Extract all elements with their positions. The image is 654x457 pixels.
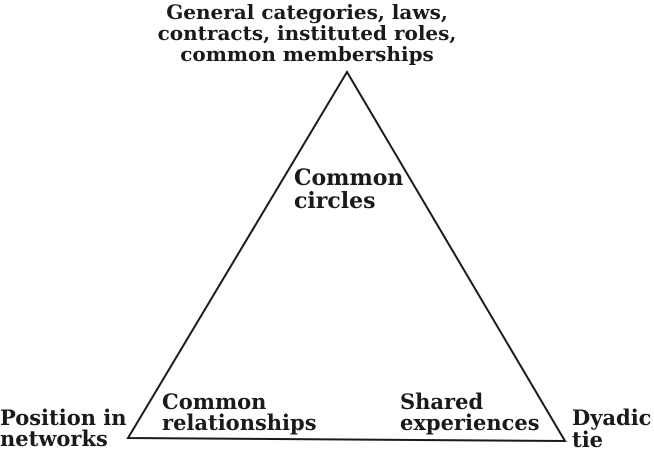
position-in-networks-label: Position in networks — [0, 407, 127, 449]
common-circles-label: Common circles — [294, 167, 403, 213]
dyadic-tie-label: Dyadic tie — [572, 407, 651, 451]
dyadic-tie-line-1: Dyadic — [572, 405, 652, 430]
apex-label: General categories, laws, contracts, ins… — [0, 2, 654, 65]
common-relationships-line-1: Common — [162, 389, 267, 414]
shared-experiences-line-2: experiences — [400, 410, 540, 435]
apex-label-line-1: General categories, laws, — [166, 0, 448, 24]
dyadic-tie-line-2: tie — [572, 427, 604, 452]
common-relationships-line-2: relationships — [162, 410, 317, 435]
shared-experiences-line-1: Shared — [400, 389, 484, 414]
common-relationships-label: Common relationships — [162, 391, 317, 433]
shared-experiences-label: Shared experiences — [400, 391, 540, 433]
triangle-outline — [126, 70, 567, 443]
position-in-networks-line-1: Position in — [0, 405, 127, 430]
apex-label-line-2: contracts, instituted roles, — [157, 21, 457, 45]
position-in-networks-line-2: networks — [0, 426, 108, 451]
common-circles-line-1: Common — [294, 165, 404, 191]
common-circles-line-2: circles — [294, 188, 376, 214]
apex-label-line-3: common memberships — [180, 42, 434, 66]
